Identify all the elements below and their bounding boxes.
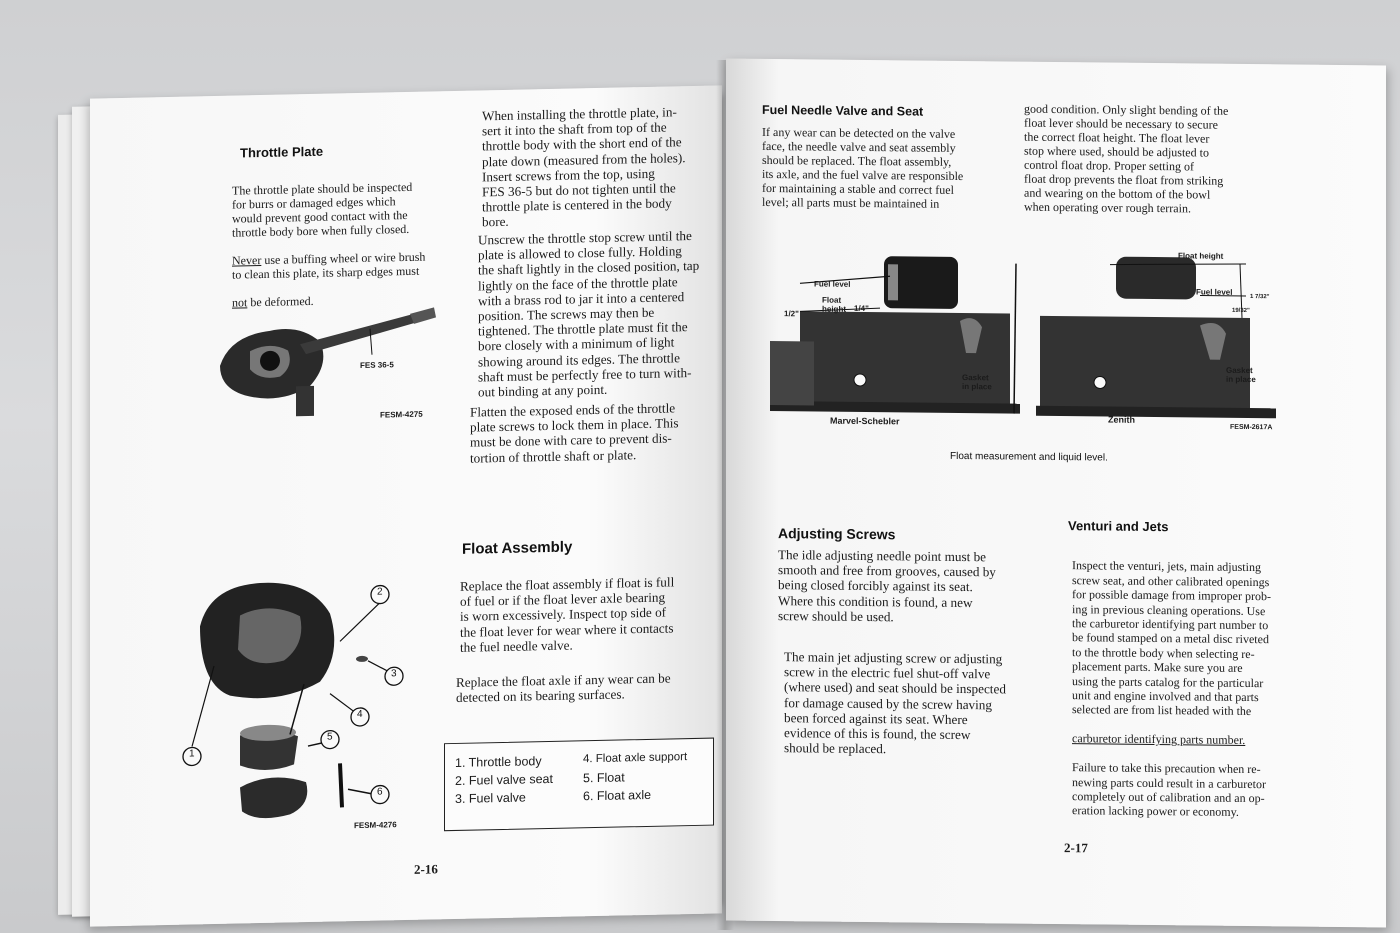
left-page: Throttle Plate The throttle plate should…	[90, 85, 722, 927]
parts-legend: 1. Throttle body 2. Fuel valve seat 3. F…	[444, 737, 714, 832]
callout-6: 6	[377, 786, 383, 798]
float-assembly-para1: Replace the float assembly if float is f…	[460, 574, 675, 655]
fig-id-4275: FESM-4275	[380, 409, 423, 420]
legend-item-6: 6. Float axle	[583, 787, 652, 804]
zn-gasket-label: Gasket in place	[1226, 365, 1256, 385]
zenith-diagram	[1036, 256, 1276, 419]
throttle-flatten-para: Flatten the exposed ends of the throttle…	[470, 400, 679, 466]
page-number-right: 2-17	[1064, 840, 1088, 856]
marvel-schebler-diagram	[770, 256, 1020, 414]
right-page: Fuel Needle Valve and Seat If any wear c…	[726, 58, 1386, 928]
ms-name: Marvel-Schebler	[830, 415, 900, 427]
venturi-para-end: Failure to take this precaution when re-…	[1072, 760, 1266, 820]
zn-dim1: 1 7/32"	[1250, 294, 1270, 301]
fuel-needle-heading: Fuel Needle Valve and Seat	[762, 102, 924, 119]
legend-item-4: 4. Float axle support	[583, 751, 688, 766]
page-number-left: 2-16	[414, 861, 438, 877]
legend-item-2: 2. Fuel valve seat	[455, 771, 553, 788]
adjusting-screws-para1: The idle adjusting needle point must be …	[778, 547, 996, 625]
callout-5: 5	[327, 731, 333, 743]
ms-fuel-level: Fuel level	[814, 279, 851, 289]
never-word: Never	[232, 253, 262, 268]
zn-name: Zenith	[1108, 414, 1135, 425]
throttle-install-para: When installing the throttle plate, in- …	[482, 104, 686, 230]
venturi-heading: Venturi and Jets	[1068, 518, 1169, 535]
ms-float-height: Float height	[822, 295, 846, 314]
float-assembly-heading: Float Assembly	[462, 538, 573, 558]
throttle-plate-para1-rest: use a buffing wheel or wire brush to cle…	[232, 249, 426, 282]
float-diagram	[770, 256, 1276, 419]
legend-item-5: 5. Float	[583, 770, 625, 786]
ms-quarter-dim: 1/4"	[854, 303, 869, 314]
fes-tool-label: FES 36-5	[360, 360, 394, 370]
ms-gasket-label: Gasket in place	[962, 373, 992, 392]
fig-id-2617a: FESM-2617A	[1230, 423, 1273, 432]
throttle-plate-para1-text: The throttle plate should be inspected f…	[232, 179, 413, 240]
adjusting-screws-heading: Adjusting Screws	[778, 525, 896, 543]
venturi-para: Inspect the venturi, jets, main adjustin…	[1072, 544, 1332, 820]
throttle-plate-para1: The throttle plate should be inspected f…	[232, 165, 452, 310]
zn-dim2: 19/32"	[1232, 307, 1250, 315]
carburetor-id-underlined: carburetor identifying parts number.	[1072, 731, 1246, 748]
zn-float-height: Float height	[1178, 251, 1224, 261]
throttle-stop-para: Unscrew the throttle stop screw until th…	[478, 228, 700, 400]
fuel-needle-col2-para: good condition. Only slight bending of t…	[1024, 101, 1229, 216]
legend-item-1: 1. Throttle body	[455, 754, 542, 770]
callout-3: 3	[391, 668, 397, 680]
callout-2: 2	[377, 586, 383, 598]
legend-item-3: 3. Fuel valve	[455, 790, 526, 806]
throttle-plate-heading: Throttle Plate	[240, 143, 324, 161]
zn-fuel-level: Fuel level	[1196, 287, 1233, 297]
callout-1: 1	[189, 748, 195, 760]
float-assembly-figure	[182, 582, 404, 819]
venturi-para-text: Inspect the venturi, jets, main adjustin…	[1072, 558, 1271, 719]
callout-circles	[182, 584, 404, 805]
adjusting-screws-para2: The main jet adjusting screw or adjustin…	[784, 649, 1006, 757]
callout-4: 4	[357, 708, 363, 721]
throttle-plate-figure	[220, 307, 436, 417]
diagram-caption: Float measurement and liquid level.	[950, 450, 1108, 464]
float-assembly-para2: Replace the float axle if any wear can b…	[456, 670, 671, 706]
fig-id-4276: FESM-4276	[354, 820, 397, 831]
ms-half-dim: 1/2"	[784, 309, 799, 319]
fuel-needle-para: If any wear can be detected on the valve…	[762, 124, 964, 211]
